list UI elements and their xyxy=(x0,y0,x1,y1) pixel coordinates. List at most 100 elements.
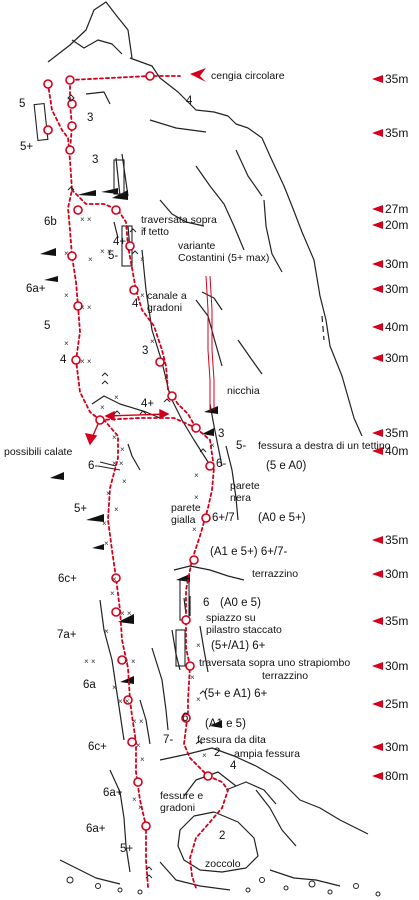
svg-text:×: × xyxy=(136,741,141,750)
grade-right: 6 xyxy=(182,712,189,724)
pitch-length: 35m xyxy=(385,533,409,547)
grade-left: 5 xyxy=(19,98,26,110)
pitch-length: 30m xyxy=(385,282,409,296)
label-cengia: cengia circolare xyxy=(211,70,285,82)
grade-left: 6a+ xyxy=(103,787,123,799)
label-fessura-tettino: fessura a destra di un tettino xyxy=(258,440,391,452)
pitch-length: 25m xyxy=(385,697,409,711)
rock-outline xyxy=(47,1,369,891)
grade-left: 6a+ xyxy=(26,283,46,295)
rubble xyxy=(66,876,381,897)
belay-stations xyxy=(43,71,215,831)
grade-left: 6a+ xyxy=(86,823,106,835)
pitch-length-arrow xyxy=(372,323,383,331)
grade-right: 2 xyxy=(214,747,221,759)
grade-right: (A0 e 5) xyxy=(220,597,261,609)
grade-right: 4+ xyxy=(113,236,127,248)
pitch-length-arrow xyxy=(372,285,383,293)
svg-text:×: × xyxy=(210,441,215,450)
svg-text:×: × xyxy=(194,493,199,502)
svg-text:×: × xyxy=(132,795,137,804)
svg-text:× ×: × × xyxy=(80,357,92,366)
pitch-length-arrow xyxy=(372,743,383,751)
label-fessura-dita: fessura da dita xyxy=(197,734,266,746)
calate-arrow xyxy=(84,408,170,446)
svg-text:×: × xyxy=(196,641,201,650)
grade-right: 3 xyxy=(87,112,94,124)
grade-left: 4 xyxy=(60,354,67,366)
grade-right: 3 xyxy=(218,428,225,440)
svg-text:× ×: × × xyxy=(80,215,92,224)
svg-text:×: × xyxy=(122,477,127,486)
label-variante: variante Costantini (5+ max) xyxy=(178,240,270,264)
pitch-length: 30m xyxy=(385,257,409,271)
label-terrazzino-2: terrazzino xyxy=(262,670,309,682)
grade-right: 6 xyxy=(203,597,210,609)
pitch-length: 27m xyxy=(385,202,409,216)
cengia-arrow xyxy=(190,68,206,82)
svg-text:×: × xyxy=(120,445,125,454)
svg-text:×: × xyxy=(64,249,69,258)
svg-text:× ×: × × xyxy=(112,459,124,468)
grade-left: 6c+ xyxy=(88,741,107,753)
pitch-length-arrow xyxy=(372,129,383,137)
grade-left: 5 xyxy=(44,320,51,332)
label-zoccolo: zoccolo xyxy=(205,858,241,870)
grade-right: 2 xyxy=(219,830,226,842)
grade-right: 5- xyxy=(236,440,247,452)
pitch-length: 40m xyxy=(385,444,409,458)
pitch-length-arrow xyxy=(372,700,383,708)
grade-left: 6- xyxy=(88,460,99,472)
svg-text:×: × xyxy=(64,339,69,348)
svg-text:×: × xyxy=(64,291,69,300)
svg-text:×: × xyxy=(142,225,147,234)
label-terrazzino: terrazzino xyxy=(252,568,299,580)
label-traversata-strapiombo: traversata sopra uno strapiombo xyxy=(199,657,351,669)
pitch-length: 30m xyxy=(385,740,409,754)
label-canale: canale a gradoni xyxy=(147,290,187,314)
grade-right: 5- xyxy=(108,250,119,262)
svg-text:×: × xyxy=(194,471,199,480)
svg-text:×: × xyxy=(190,673,195,682)
pitch-length: 35m xyxy=(385,614,409,628)
pitch-length-arrow xyxy=(372,205,383,213)
grade-right: (A1 e 5) xyxy=(205,718,246,730)
pitch-length-arrow xyxy=(372,75,383,83)
svg-text:×: × xyxy=(138,803,143,812)
pitch-length-arrow xyxy=(372,354,383,362)
svg-text:×: × xyxy=(140,255,145,264)
svg-text:×: × xyxy=(106,489,111,498)
pitch-length-arrow xyxy=(372,570,383,578)
svg-text:×: × xyxy=(150,337,155,346)
svg-text:×: × xyxy=(104,627,109,636)
label-calate: possibili calate xyxy=(4,446,73,458)
pitch-length: 30m xyxy=(385,567,409,581)
pitch-length-arrow xyxy=(372,429,383,437)
pitch-length-arrow xyxy=(372,260,383,268)
pitons xyxy=(67,94,207,879)
grade-right: 4+ xyxy=(141,398,155,410)
bolt-marks: × ××× × ×× × × ××× ××× × ××× ×× × ×× × ×… xyxy=(64,215,215,812)
label-fessure-gradoni: fessure e gradoni xyxy=(160,790,204,814)
grade-left: 6b xyxy=(44,216,57,228)
pitch-length: 30m xyxy=(385,351,409,365)
grade-right: 4 xyxy=(132,298,139,310)
pitch-length: 80m xyxy=(385,769,409,783)
pitch-length: 20m xyxy=(385,218,409,232)
svg-text:× ×: × × xyxy=(118,697,130,706)
svg-text:×: × xyxy=(112,433,117,442)
svg-text:×: × xyxy=(114,393,119,402)
svg-text:×: × xyxy=(88,255,93,264)
pitch-length-arrow xyxy=(372,617,383,625)
svg-text:×: × xyxy=(202,751,207,760)
grade-right: (5+/A1) 6+ xyxy=(211,640,266,652)
grade-right: 3 xyxy=(92,154,99,166)
pitch-length: 35m xyxy=(385,426,409,440)
grade-right: (5+ e A1) 6+ xyxy=(204,688,268,700)
svg-text:× ×: × × xyxy=(124,657,136,666)
svg-text:×: × xyxy=(196,695,201,704)
svg-text:× ×: × × xyxy=(80,303,92,312)
label-nicchia: nicchia xyxy=(227,385,260,397)
svg-text:×: × xyxy=(102,519,107,528)
